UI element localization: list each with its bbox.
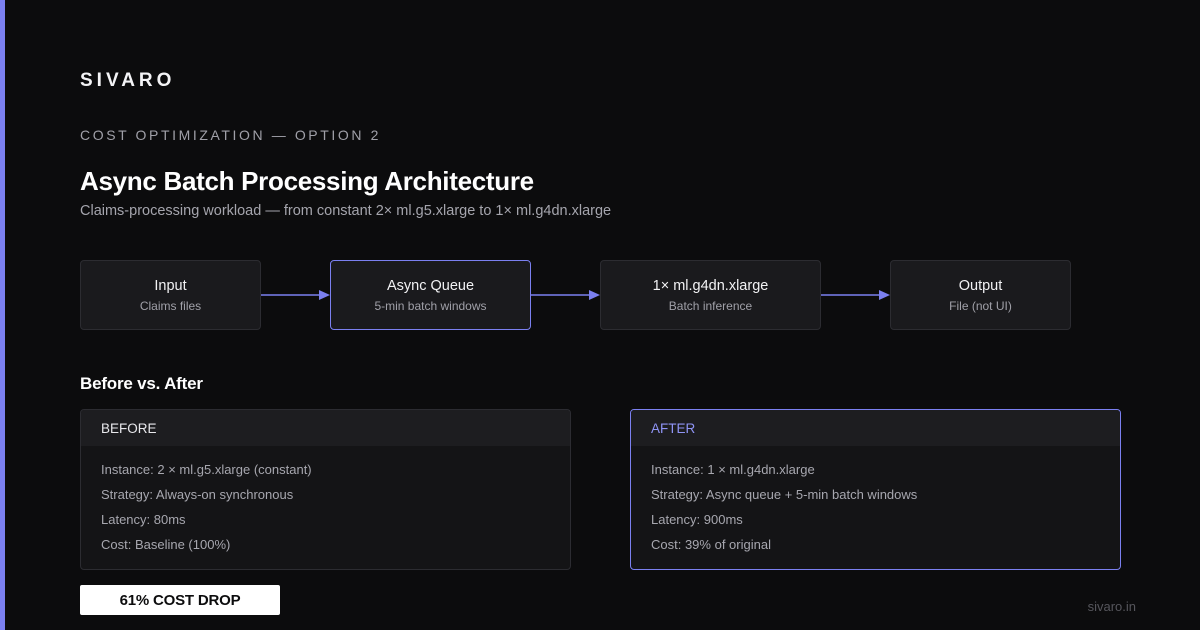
after-line-cost: Cost: 39% of original	[651, 537, 771, 552]
before-line-latency: Latency: 80ms	[101, 512, 186, 527]
node-subtitle: File (not UI)	[949, 299, 1012, 313]
cost-drop-badge: 61% COST DROP	[80, 585, 280, 615]
accent-bar	[0, 0, 5, 630]
flow-node-input: Input Claims files	[80, 260, 261, 330]
after-panel-body: Instance: 1 × ml.g4dn.xlarge Strategy: A…	[631, 446, 1120, 560]
before-line-cost: Cost: Baseline (100%)	[101, 537, 231, 552]
node-subtitle: Batch inference	[668, 299, 753, 313]
node-title: Input	[154, 278, 187, 294]
after-line-strategy: Strategy: Async queue + 5-min batch wind…	[651, 487, 918, 502]
node-title: 1× ml.g4dn.xlarge	[652, 278, 769, 294]
flow-node-output: Output File (not UI)	[890, 260, 1071, 330]
page-title: Async Batch Processing Architecture	[80, 166, 534, 196]
page-subtitle: Claims-processing workload — from consta…	[80, 203, 612, 219]
site-url: sivaro.in	[1087, 599, 1136, 614]
after-line-instance: Instance: 1 × ml.g4dn.xlarge	[651, 462, 815, 477]
flow-node-inference: 1× ml.g4dn.xlarge Batch inference	[600, 260, 821, 330]
before-panel-body: Instance: 2 × ml.g5.xlarge (constant) St…	[81, 446, 570, 560]
arrow-inference-to-output	[821, 290, 890, 300]
node-subtitle: 5-min batch windows	[374, 299, 487, 313]
after-panel-header: AFTER	[631, 410, 1120, 446]
comparison-title: Before vs. After	[80, 374, 203, 393]
before-line-instance: Instance: 2 × ml.g5.xlarge (constant)	[101, 462, 312, 477]
flow-node-async-queue: Async Queue 5-min batch windows	[330, 260, 531, 330]
after-panel: AFTER Instance: 1 × ml.g4dn.xlarge Strat…	[630, 409, 1121, 570]
before-panel-header: BEFORE	[81, 410, 570, 446]
after-line-latency: Latency: 900ms	[651, 512, 743, 527]
node-title: Output	[958, 278, 1003, 294]
brand-logo: SIVARO	[80, 70, 176, 91]
node-subtitle: Claims files	[139, 299, 202, 313]
before-panel: BEFORE Instance: 2 × ml.g5.xlarge (const…	[80, 409, 571, 570]
arrow-queue-to-inference	[531, 290, 600, 300]
eyebrow-label: COST OPTIMIZATION — OPTION 2	[80, 127, 381, 143]
before-line-strategy: Strategy: Always-on synchronous	[101, 487, 294, 502]
arrow-input-to-queue	[261, 290, 330, 300]
node-title: Async Queue	[386, 278, 475, 294]
